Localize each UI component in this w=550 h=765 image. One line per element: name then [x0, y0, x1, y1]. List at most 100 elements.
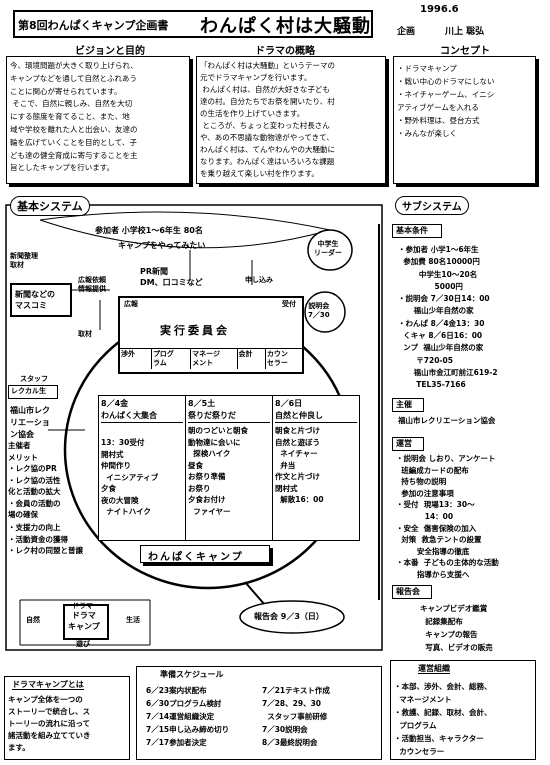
- basic-system-diagram: [5, 204, 383, 651]
- masscomi: 新聞などの マスコミ: [15, 290, 55, 310]
- schedule-item: スタッフ事前研修: [262, 712, 328, 721]
- merits-2: ・支援力の向上 ・活動資金の獲得 ・レク村の同盟と普譲: [8, 523, 83, 555]
- day-body: 朝のつどいと朝食 動物達に会いに 探検ハイク 昼食 お祭り準備 お祭り 夕食お付…: [188, 426, 248, 516]
- news-label: 新聞整理 取材: [10, 252, 38, 269]
- dc-title: ドラマキャンプとは: [12, 680, 84, 690]
- header-subtitle: 第8回わんぱくキャンプ企画書: [18, 19, 169, 32]
- dc-text: キャンプ全体を一つの ストーリーで統合し、ス トーリーの流れに沿って 諸活動を組…: [8, 695, 91, 752]
- drama-box: [196, 56, 386, 184]
- org-title: 運営組織: [418, 664, 450, 674]
- schedule-item: 7／17参加者決定: [146, 738, 207, 747]
- schedule-item: 7／14運営組織決定: [146, 712, 215, 721]
- concept-item: ・ネイチャーゲーム、イニシ アティブゲームを入れる: [397, 90, 495, 112]
- vision-box: [6, 56, 190, 184]
- assoc: 福山市レク リエーショ ン協会: [10, 406, 50, 439]
- drama-diagram-left: 自然: [26, 616, 40, 624]
- schedule-title: 準備スケジュール: [160, 670, 224, 679]
- day-body: 13：30受付 開村式 仲間作り イニシアティブ 夕食 夜の大冒険 ナイトハイク: [101, 438, 159, 516]
- day-date: 8／4金: [101, 399, 129, 408]
- merits: 主催者 メリット ・レク協のPR ・レク協の活性 化と活動の拡大 ・会員の活動の…: [8, 441, 61, 519]
- apply: 申し込み: [245, 276, 273, 284]
- interview: 取材: [78, 330, 92, 338]
- concept-item: ・戦い中心のドラマにしない: [397, 77, 495, 86]
- committee-title: 実行委員会: [160, 324, 230, 337]
- basic-cond-title: 基本条件: [396, 226, 428, 235]
- drama-diagram-right: 生活: [126, 616, 140, 624]
- ops-text: ・説明会 しおり、アンケート 班編成カードの配布 持ち物の説明 参加の注意事項 …: [396, 454, 499, 579]
- day-title: わんぱく大集合: [101, 410, 183, 423]
- day-date: 8／6日: [275, 399, 303, 408]
- drama-diagram-center: ドラマ キャンプ: [68, 611, 100, 631]
- author: 川上 聡弘: [445, 27, 485, 37]
- ops-label-box: [392, 437, 424, 451]
- pr-news: PR新聞 DM、口コミなど: [140, 267, 203, 287]
- schedule-item: 8／3最終説明会: [262, 738, 318, 747]
- day-date: 8／5土: [188, 399, 216, 408]
- schedule-item: 7／15申し込み締め切り: [146, 725, 230, 734]
- schedule-right: 7／21テキスト作成 7／28、29、30 スタッフ事前研修 7／30説明会 8…: [262, 684, 330, 749]
- host-label-box: [392, 398, 424, 412]
- committee-roles: 渉外 プログ ラム マネージ メント 会計 カウン セラー: [120, 348, 304, 369]
- basic-cond-label-box: [392, 224, 442, 238]
- schedule-item: 6／23案内状配布: [146, 686, 207, 695]
- role: 渉外: [120, 349, 152, 369]
- report-meeting: 報告会 9／3（日）: [254, 612, 324, 621]
- day-title: 祭りだ祭りだ: [188, 410, 270, 423]
- concept-item: ・ドラマキャンプ: [397, 64, 457, 73]
- sub-system-bracket: [378, 224, 386, 600]
- masscomi-box: [10, 283, 72, 317]
- day-column: 8／6日 自然と仲良し 朝食と片づけ 自然と遊ぼう ネイチャー 弁当 作文と片づ…: [273, 396, 359, 540]
- header-subtitle-box: [13, 10, 373, 38]
- org-box: [390, 660, 536, 760]
- pr-lines: 広報依頼 情報提供: [78, 276, 106, 293]
- role: カウン セラー: [266, 350, 288, 367]
- day-column: 8／5土 祭りだ祭りだ 朝のつどいと朝食 動物達に会いに 探検ハイク 昼食 お祭…: [186, 396, 273, 540]
- schedule-item: 7／28、29、30: [262, 699, 322, 708]
- concept-box: [393, 56, 536, 184]
- concept-title: コンセプト: [440, 46, 490, 57]
- host-title: 主催: [396, 400, 412, 409]
- recre: レクカル生: [11, 387, 46, 395]
- committee-pr: 広報: [124, 300, 138, 308]
- camp-banner: わんぱくキャンプ: [148, 552, 244, 563]
- org-text: ・本部、渉外、会計、総務、 マネージメント ・救護、記録、取材、会計、 プログラ…: [394, 682, 492, 756]
- plan-label: 企画: [397, 27, 416, 37]
- report-label-box: [392, 585, 432, 599]
- basic-cond-text: ・参加者 小学1～6年生 参加費 80名10000円 中学生10～20名 500…: [398, 245, 498, 390]
- report-text: キャンプビデオ鑑賞 記録集配布 キャンプの報告 写真、ビデオの販売: [420, 604, 493, 652]
- sub-system-title: サブシステム: [395, 196, 469, 215]
- want-camp: キャンプをやってみたい: [118, 241, 206, 250]
- role: 会計: [238, 349, 266, 369]
- ops-title: 運営: [396, 439, 412, 448]
- role: プログ ラム: [152, 349, 192, 369]
- vision-text: 今、環境問題が大きく取り上げられ、 キャンプなどを通して自然とふれあう ことに関…: [10, 61, 138, 173]
- schedule-item: 7／30説明会: [262, 725, 308, 734]
- schedule-left: 6／23案内状配布 6／30プログラム検討 7／14運営組織決定 7／15申し込…: [146, 684, 229, 749]
- committee-reception: 受付: [282, 300, 296, 308]
- drama-text: 「わんぱく村は大騒動」というテーマの 元でドラマキャンプを行います。 わんぱく村…: [200, 61, 335, 178]
- schedule-item: 6／30プログラム検討: [146, 699, 222, 708]
- staff: スタッフ: [20, 375, 48, 383]
- recre-box: [8, 385, 58, 399]
- schedule-box: [136, 666, 382, 760]
- camp-banner-box: [140, 545, 270, 563]
- schedule-item: 7／21テキスト作成: [262, 686, 330, 695]
- day-title: 自然と仲良し: [275, 410, 357, 423]
- report-title: 報告会: [396, 587, 420, 596]
- host-text: 福山市レクリエーション協会: [398, 416, 496, 425]
- leader: 中学生 リーダー: [314, 240, 342, 257]
- drama-title: ドラマの概略: [255, 46, 315, 57]
- committee-box: [118, 296, 304, 374]
- vision-title: ビジョンと目的: [75, 46, 145, 57]
- header-title: わんぱく村は大騒動: [200, 16, 371, 37]
- day-body: 朝食と片づけ 自然と遊ぼう ネイチャー 弁当 作文と片づけ 閉村式 解散16：0…: [275, 426, 324, 504]
- header-date: 1996.6: [420, 4, 459, 15]
- concept-item: ・みんなが楽しく: [397, 129, 457, 138]
- concept-list: ・ドラマキャンプ ・戦い中心のドラマにしない ・ネイチャーゲーム、イニシ アティ…: [397, 62, 533, 140]
- drama-diagram-top: ドラマ: [72, 602, 93, 610]
- role: マネージ メント: [191, 349, 238, 369]
- drama-diagram-bottom: 遊び: [76, 640, 90, 648]
- days-table: 8／4金 わんぱく大集合 13：30受付 開村式 仲間作り イニシアティブ 夕食…: [98, 395, 360, 541]
- participants: 参加者 小学校1～6年生 80名: [95, 226, 203, 235]
- concept-item: ・野外料理は、昼台方式: [397, 116, 480, 125]
